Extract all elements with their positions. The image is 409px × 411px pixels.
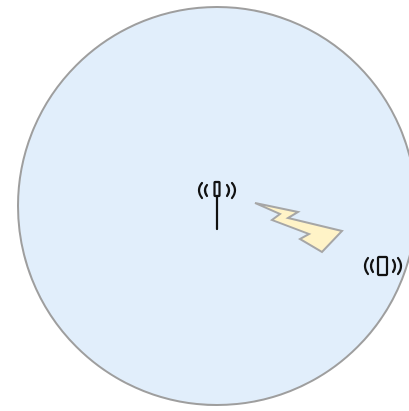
coverage-area-circle (17, 6, 409, 406)
cell-tower-icon (197, 180, 237, 231)
mobile-device-icon (363, 255, 403, 277)
lightning-bolt-icon (254, 202, 344, 254)
